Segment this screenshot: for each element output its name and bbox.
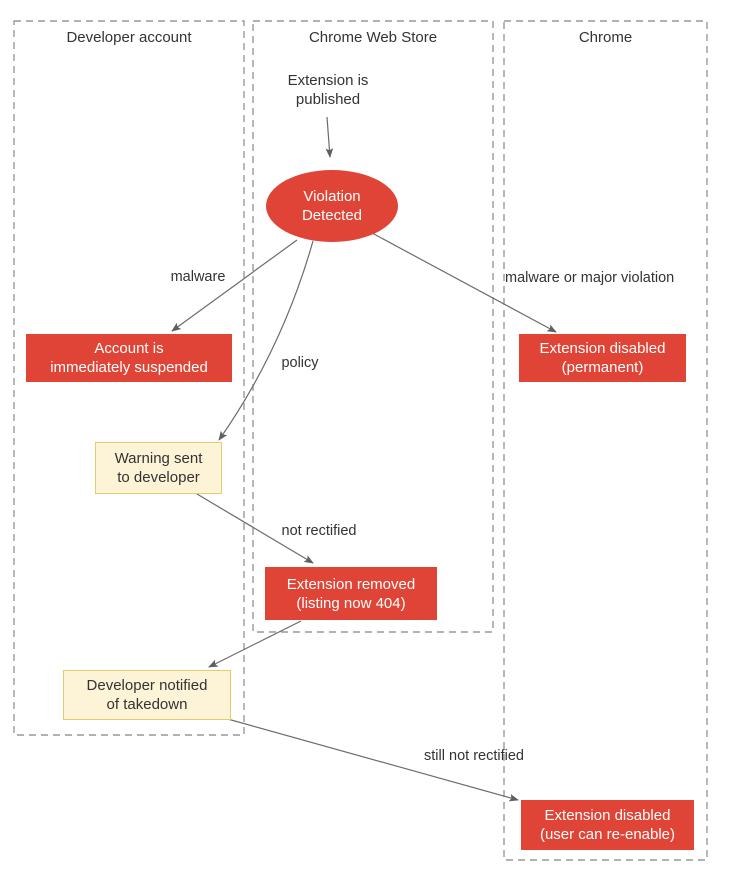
node-line-2: (user can re-enable) bbox=[539, 826, 676, 843]
node-line-1: Violation bbox=[303, 188, 361, 205]
edge-violation-to-extension-disabled-permanent bbox=[371, 232, 557, 333]
node-warning-sent[interactable]: Warning sent to developer bbox=[95, 442, 222, 494]
node-line-1: Warning sent bbox=[114, 450, 203, 467]
node-line-2: (permanent) bbox=[561, 359, 644, 376]
edge-published-to-violation bbox=[325, 116, 334, 158]
node-account-suspended[interactable]: Account is immediately suspended bbox=[26, 334, 232, 382]
node-violation-detected[interactable]: Violation Detected bbox=[266, 170, 398, 242]
node-line-1: Extension is bbox=[287, 72, 369, 89]
edge-violation-to-warning-sent bbox=[218, 240, 314, 441]
edge-label-line-1: malware or bbox=[505, 270, 577, 286]
edge-label-malware-or-major-violation: malware or major violation bbox=[505, 269, 674, 287]
swimlane-developer-account bbox=[13, 20, 245, 736]
swimlane-title-chrome-web-store: Chrome Web Store bbox=[308, 29, 438, 46]
swimlane-title-developer-account: Developer account bbox=[66, 29, 192, 46]
edge-warning-sent-to-extension-removed bbox=[196, 493, 314, 564]
node-extension-disabled-permanent[interactable]: Extension disabled (permanent) bbox=[519, 334, 686, 382]
node-extension-disabled-reenable[interactable]: Extension disabled (user can re-enable) bbox=[521, 800, 694, 850]
edge-extension-removed-to-developer-notified bbox=[208, 620, 302, 668]
edge-violation-to-account-suspended bbox=[171, 239, 298, 332]
node-line-2: (listing now 404) bbox=[296, 594, 406, 612]
node-line-2: immediately suspended bbox=[50, 359, 208, 376]
node-line-2: of takedown bbox=[106, 696, 188, 713]
node-line-1: Account is bbox=[94, 340, 164, 357]
node-extension-removed[interactable]: Extension removed (listing now 404) bbox=[265, 567, 437, 620]
node-line-2: Detected bbox=[301, 207, 363, 224]
node-line-1: Developer notified bbox=[86, 677, 208, 694]
edge-label-malware: malware bbox=[170, 269, 226, 285]
swimlane-title-chrome: Chrome bbox=[578, 29, 633, 46]
edge-label-not-rectified: not rectified bbox=[281, 523, 357, 539]
node-line-2: published bbox=[295, 91, 361, 108]
node-line-1: Extension removed bbox=[286, 575, 416, 593]
swimlane-chrome bbox=[503, 20, 708, 861]
edge-developer-notified-to-extension-disabled-reenable bbox=[223, 717, 519, 802]
edge-label-policy: policy bbox=[281, 355, 319, 371]
node-extension-published[interactable]: Extension is published bbox=[264, 68, 392, 112]
edge-label-still-not-rectified: still not rectified bbox=[424, 748, 524, 764]
node-developer-notified[interactable]: Developer notified of takedown bbox=[63, 670, 231, 720]
edge-label-line-2: major violation bbox=[580, 270, 675, 286]
node-line-1: Extension disabled bbox=[539, 340, 666, 357]
node-line-1: Extension disabled bbox=[544, 807, 671, 824]
swimlane-chrome-web-store bbox=[252, 20, 494, 633]
node-line-2: to developer bbox=[117, 469, 200, 486]
